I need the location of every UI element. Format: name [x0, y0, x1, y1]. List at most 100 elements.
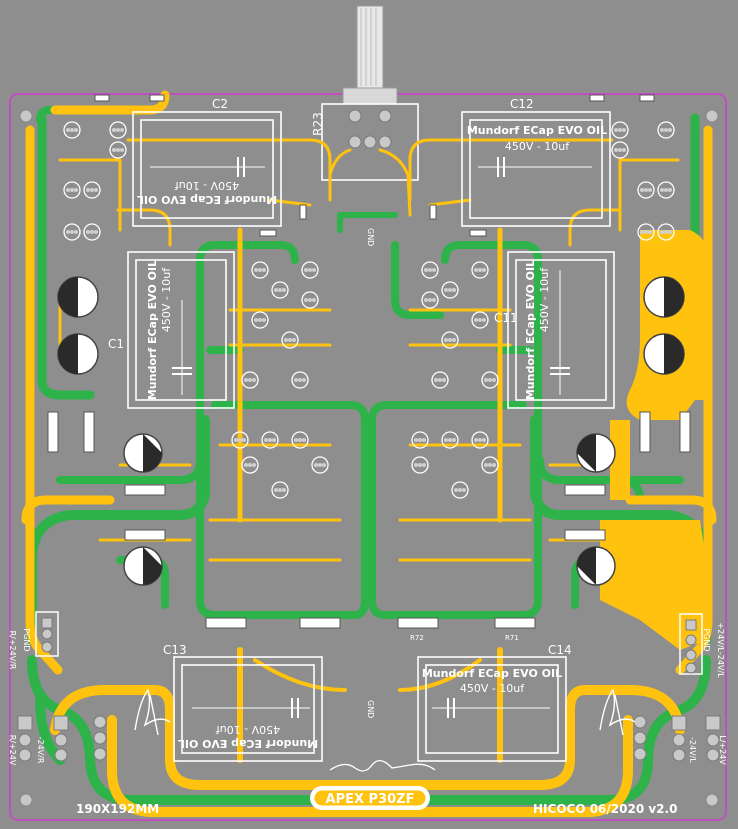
gnd-bottom-label: GND	[366, 700, 375, 718]
transistor	[251, 261, 269, 279]
transistor	[63, 223, 81, 241]
transistor	[481, 456, 499, 474]
resistor	[639, 411, 651, 453]
c13-rating: 450V - 10uf	[215, 723, 280, 736]
signature-right	[599, 688, 636, 736]
electrolytic-caps	[57, 276, 685, 586]
c1-ref: C1	[108, 337, 124, 351]
transistor	[431, 371, 449, 389]
capacitor-c14: Mundorf ECap EVO OIL 450V - 10uf	[417, 656, 567, 762]
r71-label: R71	[505, 634, 519, 642]
connector-left	[35, 611, 59, 657]
transistor	[611, 141, 629, 159]
c2-ref: C2	[212, 97, 228, 111]
title-plate: APEX P30ZF	[310, 786, 430, 810]
mounting-hole	[705, 793, 719, 807]
author-label: HICOCO 06/2020 v2.0	[533, 802, 677, 816]
capacitor-c2: Mundorf ECap EVO OIL 450V - 10uf	[132, 111, 282, 227]
transistor	[421, 291, 439, 309]
transistor	[471, 261, 489, 279]
c11-ref: C11	[494, 311, 518, 325]
transistor	[241, 371, 259, 389]
resistor	[429, 204, 437, 220]
transistor	[411, 456, 429, 474]
c14-brand: Mundorf ECap EVO OIL	[422, 667, 562, 680]
left-power-label: R/+24V/R	[8, 631, 17, 670]
br-power-label-2: L/+24V	[718, 735, 727, 765]
c13-brand: Mundorf ECap EVO OIL	[178, 737, 318, 750]
resistor	[564, 484, 606, 496]
transistor	[109, 121, 127, 139]
mounting-hole	[19, 793, 33, 807]
resistors	[47, 94, 691, 629]
transistor	[441, 431, 459, 449]
right-power-label: +24V/L-24V/L	[716, 622, 725, 678]
resistor	[469, 229, 487, 237]
transistor	[657, 121, 675, 139]
transistors	[63, 121, 675, 499]
resistor	[589, 94, 605, 102]
br-power-label: -24V/L	[688, 737, 697, 763]
transistor	[637, 181, 655, 199]
mounting-hole	[19, 109, 33, 123]
transistor	[411, 431, 429, 449]
signature-left	[134, 688, 171, 736]
transistor	[471, 431, 489, 449]
transistor	[109, 141, 127, 159]
transistor	[63, 181, 81, 199]
c11-brand: Mundorf ECap EVO OIL	[524, 260, 537, 400]
transistor	[261, 431, 279, 449]
c1-brand: Mundorf ECap EVO OIL	[146, 260, 159, 400]
c12-brand: Mundorf ECap EVO OIL	[467, 124, 607, 137]
capacitor-c1: Mundorf ECap EVO OIL 450V - 10uf	[127, 251, 235, 409]
c12-rating: 450V - 10uf	[505, 140, 570, 153]
resistor	[494, 617, 536, 629]
transistor	[83, 181, 101, 199]
transistor	[281, 331, 299, 349]
transistor	[657, 181, 675, 199]
c2-rating: 450V - 10uf	[174, 179, 239, 192]
resistor	[124, 529, 166, 541]
transistor	[271, 281, 289, 299]
transistor	[83, 223, 101, 241]
c14-rating: 450V - 10uf	[460, 682, 525, 695]
power-traces	[21, 90, 717, 817]
transistor	[301, 261, 319, 279]
resistor	[639, 94, 655, 102]
transistor	[451, 481, 469, 499]
resistor	[205, 617, 247, 629]
c13-ref: C13	[163, 643, 187, 657]
size-label: 190X192MM	[76, 802, 159, 816]
gnd-top-label: GND	[366, 228, 375, 246]
resistor	[299, 617, 341, 629]
resistor	[397, 617, 439, 629]
pgnd-left-label: PGND	[22, 628, 31, 651]
board-title: APEX P30ZF	[326, 792, 415, 807]
transistor	[271, 481, 289, 499]
connector-right	[679, 613, 703, 675]
transistor	[63, 121, 81, 139]
transistor	[251, 311, 269, 329]
pgnd-right-label: PGND	[702, 628, 711, 651]
c12-ref: C12	[510, 97, 534, 111]
transistor	[311, 456, 329, 474]
resistor	[679, 411, 691, 453]
transistor	[441, 331, 459, 349]
connector-bottom-left	[17, 715, 107, 762]
resistor	[564, 529, 606, 541]
r72-label: R72	[410, 634, 424, 642]
transistor	[637, 223, 655, 241]
transistor	[657, 223, 675, 241]
capacitor-c11: Mundorf ECap EVO OIL 450V - 10uf	[507, 251, 615, 409]
capacitor-c12: Mundorf ECap EVO OIL 450V - 10uf	[461, 111, 611, 227]
transistor	[441, 281, 459, 299]
mounting-hole	[705, 109, 719, 123]
resistor	[299, 204, 307, 220]
transistor	[421, 261, 439, 279]
bl-power-label-2: R/+24V	[8, 735, 17, 766]
transistor	[291, 431, 309, 449]
capacitor-c13: Mundorf ECap EVO OIL 450V - 10uf	[173, 656, 323, 762]
c1-rating: 450V - 10uf	[160, 267, 173, 332]
transistor	[231, 431, 249, 449]
